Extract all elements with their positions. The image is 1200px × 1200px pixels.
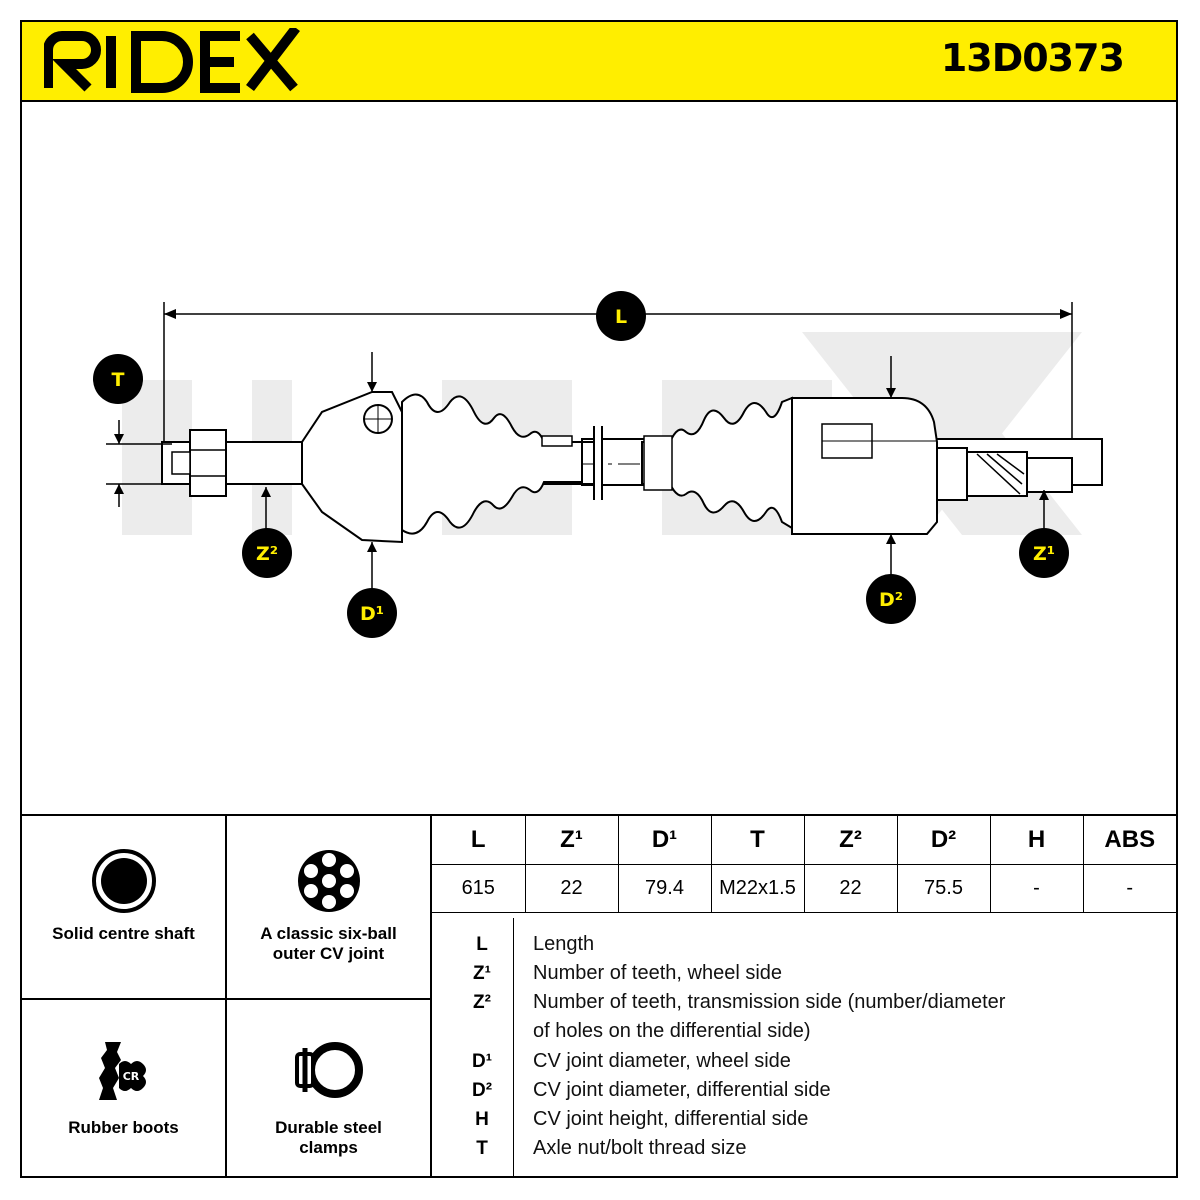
spec-value-row: 615 22 79.4 M22x1.5 22 75.5 - - xyxy=(432,864,1176,913)
label-bubble-T: T xyxy=(93,354,143,404)
part-number: 13D0373 xyxy=(940,36,1125,80)
product-sheet: 13D0373 xyxy=(20,20,1178,1178)
legend-key: Z¹ xyxy=(473,963,491,984)
spec-value-D1: 79.4 xyxy=(617,864,712,913)
rubber-boot-cr-icon: CR xyxy=(98,1042,146,1100)
feature-steel-clamps: Durable steel clamps xyxy=(227,1000,432,1178)
spec-header-row: L Z¹ D¹ T Z² D² H ABS xyxy=(432,816,1176,865)
feature-label: Durable steel clamps xyxy=(275,1118,382,1157)
legend-desc: of holes on the differential side) xyxy=(533,1020,811,1042)
legend-desc: CV joint diameter, differential side xyxy=(533,1079,831,1101)
svg-text:CR: CR xyxy=(122,1070,139,1083)
legend-desc: CV joint height, differential side xyxy=(533,1108,809,1130)
info-section: Solid centre shaft A classic six-ball ou… xyxy=(22,814,1176,1178)
spec-value-T: M22x1.5 xyxy=(710,864,805,913)
spec-value-Z1: 22 xyxy=(524,864,619,913)
spec-header-Z1: Z¹ xyxy=(524,816,619,865)
svg-text:T: T xyxy=(112,369,125,391)
spec-header-ABS: ABS xyxy=(1082,816,1176,865)
feature-label: A classic six-ball outer CV joint xyxy=(260,924,397,963)
solid-circle-icon xyxy=(91,849,156,913)
spec-header-Z2: Z² xyxy=(803,816,898,865)
header-bar: 13D0373 xyxy=(22,22,1176,102)
legend-row: of holes on the differential side) xyxy=(432,1017,1176,1046)
label-bubble-D1: D¹ xyxy=(347,588,397,638)
legend-row: Z² Number of teeth, transmission side (n… xyxy=(432,988,1176,1017)
feature-rubber-boots: CR Rubber boots xyxy=(22,1000,227,1178)
legend-desc: CV joint diameter, wheel side xyxy=(533,1050,791,1072)
legend-row: Z¹ Number of teeth, wheel side xyxy=(432,959,1176,988)
spec-header-D2: D² xyxy=(896,816,991,865)
legend-key: T xyxy=(476,1138,488,1159)
feature-label: Rubber boots xyxy=(68,1118,179,1137)
legend-key: D² xyxy=(471,1080,493,1101)
spec-table: L Z¹ D¹ T Z² D² H ABS 615 22 79.4 M22x1.… xyxy=(432,816,1176,916)
feature-solid-shaft: Solid centre shaft xyxy=(22,816,227,998)
driveshaft-drawing: L T Z² D¹ D² Z¹ xyxy=(93,291,1103,638)
spec-value-ABS: - xyxy=(1082,864,1176,913)
legend-desc: Number of teeth, transmission side (numb… xyxy=(533,991,1006,1013)
length-arrow-left xyxy=(164,309,176,319)
svg-text:Z¹: Z¹ xyxy=(1033,543,1055,565)
svg-text:L: L xyxy=(615,306,627,328)
svg-text:D²: D² xyxy=(879,589,903,611)
ridex-logo xyxy=(44,28,300,93)
transmission-side-stub xyxy=(936,447,968,501)
feature-label: Solid centre shaft xyxy=(52,924,195,943)
legend: L Length Z¹ Number of teeth, wheel side … xyxy=(432,918,1176,1176)
spec-value-Z2: 22 xyxy=(803,864,898,913)
outer-rubber-boot xyxy=(401,393,583,535)
inner-cv-joint xyxy=(791,397,938,535)
legend-row: D² CV joint diameter, differential side xyxy=(432,1076,1176,1105)
svg-text:Z²: Z² xyxy=(256,543,278,565)
legend-desc: Axle nut/bolt thread size xyxy=(533,1137,747,1159)
legend-row: H CV joint height, differential side xyxy=(432,1105,1176,1134)
legend-key: Z² xyxy=(473,992,491,1013)
legend-row: L Length xyxy=(432,930,1176,959)
feature-grid-divider xyxy=(22,998,432,1000)
spec-value-H: - xyxy=(989,864,1084,913)
legend-key: H xyxy=(475,1109,489,1130)
length-arrow-right xyxy=(1060,309,1072,319)
legend-key: L xyxy=(476,934,488,955)
legend-divider xyxy=(513,918,514,1176)
six-ball-joint-icon xyxy=(297,850,360,912)
label-bubble-D2: D² xyxy=(866,574,916,624)
legend-row: D¹ CV joint diameter, wheel side xyxy=(432,1047,1176,1076)
label-bubble-Z2: Z² xyxy=(242,528,292,578)
spec-value-L: 615 xyxy=(432,864,526,913)
legend-key: D¹ xyxy=(471,1051,493,1072)
label-bubble-L: L xyxy=(596,291,646,341)
spec-value-D2: 75.5 xyxy=(896,864,991,913)
svg-text:D¹: D¹ xyxy=(360,603,384,625)
spec-header-D1: D¹ xyxy=(617,816,712,865)
label-bubble-Z1: Z¹ xyxy=(1019,528,1069,578)
steel-clamp-icon xyxy=(294,1042,363,1098)
axle-nut xyxy=(189,429,227,497)
legend-row: T Axle nut/bolt thread size xyxy=(432,1134,1176,1163)
legend-desc: Length xyxy=(533,933,595,955)
spec-header-T: T xyxy=(710,816,805,865)
legend-desc: Number of teeth, wheel side xyxy=(533,962,783,984)
spec-header-H: H xyxy=(989,816,1084,865)
feature-six-ball-joint: A classic six-ball outer CV joint xyxy=(227,816,432,998)
spec-header-L: L xyxy=(432,816,526,865)
